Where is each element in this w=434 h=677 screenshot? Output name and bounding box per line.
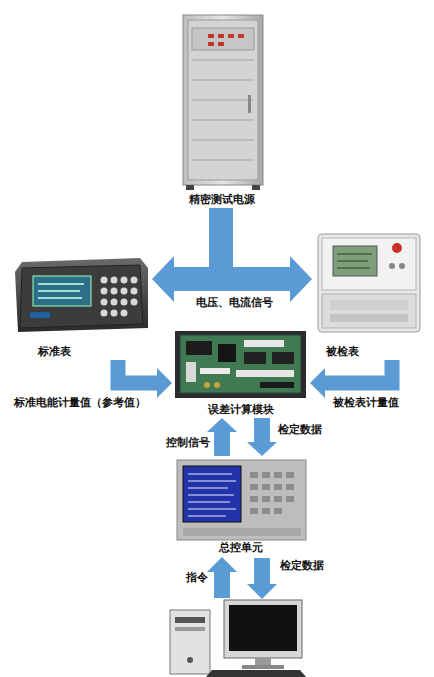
signal-arrow — [207, 418, 237, 456]
power-cabinet: 精密测试电源 — [170, 12, 274, 208]
node-label: 误差计算模块 — [208, 403, 274, 417]
signal-label: 指令 — [186, 571, 208, 585]
cabinet-photo — [183, 15, 263, 190]
edge-label: 标准电能计量值（参考值） — [14, 396, 146, 410]
standard-meter-photo — [15, 258, 148, 332]
signal-arrow — [310, 360, 392, 398]
edge-label: 被检表计量值 — [333, 396, 399, 410]
tested-meter-photo — [318, 234, 420, 332]
error-module: 误差计算模块 — [172, 328, 310, 418]
node-label: 精密测试电源 — [189, 193, 255, 207]
control-unit: 总控单元 — [172, 456, 310, 556]
node-label: 总控单元 — [219, 541, 263, 555]
computer-photo — [170, 600, 306, 677]
signal-arrow — [221, 208, 312, 302]
node-label: 标准表 — [38, 345, 71, 359]
signal-label: 检定数据 — [280, 559, 324, 573]
node-label: 被检表 — [326, 345, 359, 359]
signal-arrow — [247, 418, 277, 456]
tested-meter: 被检表 — [312, 230, 424, 360]
signal-arrow — [118, 360, 172, 398]
signal-label: 电压、电流信号 — [196, 296, 273, 310]
standard-meter: 标准表 — [10, 252, 152, 360]
circuit-board-photo — [175, 331, 306, 398]
control-unit-photo — [177, 460, 306, 540]
edge-label: 控制信号 — [166, 436, 210, 450]
edge-label: 检定数据 — [278, 423, 322, 437]
computer-arrows — [207, 557, 277, 599]
